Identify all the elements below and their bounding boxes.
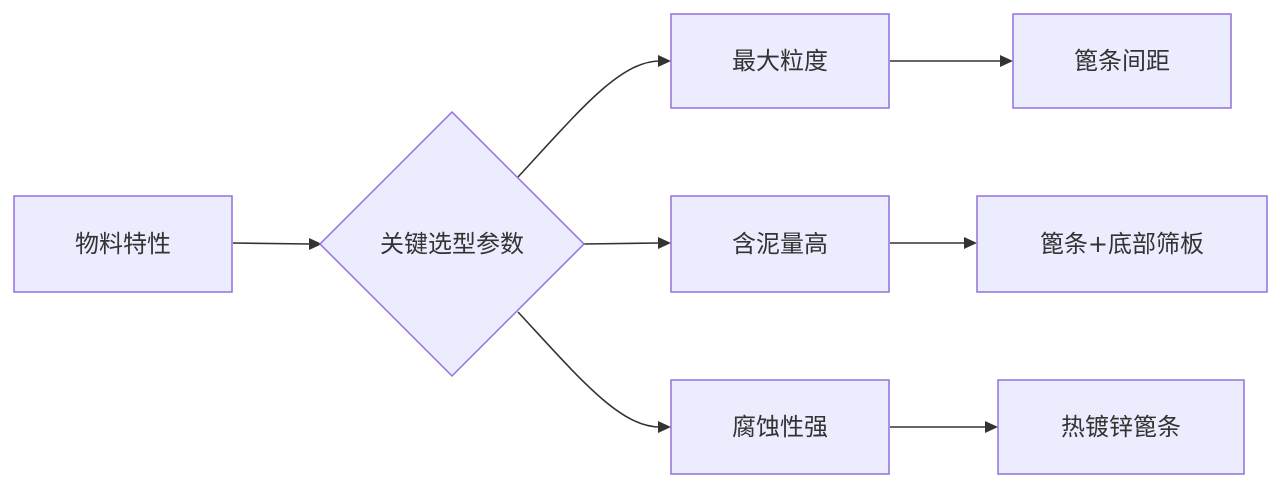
arrow-head [658, 55, 671, 67]
node-label: 热镀锌篦条 [1061, 413, 1181, 441]
edges [232, 55, 1013, 433]
edge-parameters-to-max-granularity [517, 60, 661, 178]
node-box [13, 195, 233, 293]
arrow-head [658, 421, 671, 433]
node-box [670, 13, 890, 109]
node-grate-spacing: 篦条间距 [1012, 13, 1232, 109]
node-high-mud-content: 含泥量高 [670, 195, 890, 293]
node-galvanized-grate: 热镀锌篦条 [997, 379, 1245, 475]
node-box [976, 195, 1268, 293]
node-box [670, 195, 890, 293]
decision-diamond [318, 110, 586, 378]
edge-parameters-to-corrosion [517, 311, 661, 428]
node-label: 关键选型参数 [380, 230, 524, 258]
node-label: 篦条间距 [1074, 47, 1170, 75]
node-strong-corrosion: 腐蚀性强 [670, 379, 890, 475]
node-box [1012, 13, 1232, 109]
edge-parameters-to-high-mud [583, 242, 661, 245]
arrow-head [658, 237, 671, 249]
node-label: 腐蚀性强 [732, 413, 828, 441]
node-box [997, 379, 1245, 475]
node-key-parameters: 关键选型参数 [318, 110, 586, 378]
node-material-properties: 物料特性 [13, 195, 233, 293]
node-max-granularity: 最大粒度 [670, 13, 890, 109]
arrow-head [964, 237, 977, 249]
node-grate-and-bottom-screen: 篦条+底部筛板 [976, 195, 1268, 293]
node-label: 物料特性 [75, 230, 171, 258]
edge-material-to-parameters [232, 242, 311, 245]
node-label: 含泥量高 [732, 230, 828, 258]
node-box [670, 379, 890, 475]
node-label: 最大粒度 [732, 47, 828, 75]
arrow-head [309, 238, 322, 250]
arrow-head [1000, 55, 1013, 67]
node-label: 篦条+底部筛板 [1040, 230, 1204, 258]
arrow-head [985, 421, 998, 433]
